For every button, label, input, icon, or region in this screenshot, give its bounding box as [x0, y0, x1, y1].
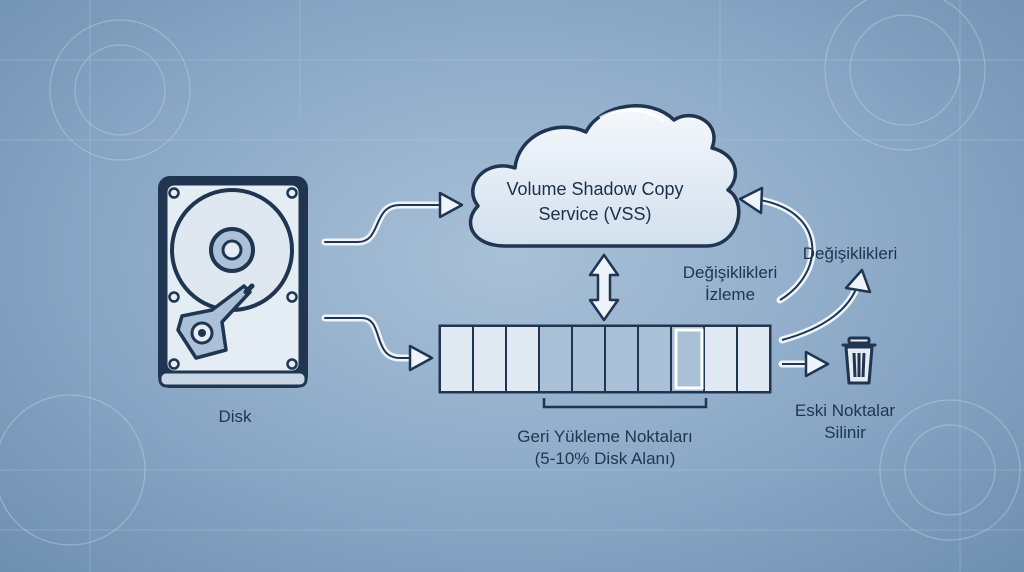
changes-label: Değişiklikleri	[802, 244, 898, 263]
highlighted-restore-point	[674, 328, 704, 390]
restore-point-block	[472, 325, 507, 393]
vss-label: Volume Shadow Copy Service (VSS)	[470, 177, 720, 227]
restore-points-label-line2: (5-10% Disk Alanı)	[534, 449, 676, 468]
trash-icon	[841, 336, 877, 385]
restore-point-block	[736, 325, 771, 393]
disk-label: Disk	[218, 407, 252, 426]
old-points-label: Eski Noktalar Silinir	[770, 400, 920, 444]
restore-point-block	[604, 325, 639, 393]
restore-point-block	[538, 325, 573, 393]
restore-point-block	[439, 325, 474, 393]
old-points-label-line1: Eski Noktalar	[794, 401, 896, 420]
monitoring-label: Değişiklikleri İzleme	[660, 262, 800, 306]
monitoring-label-line1: Değişiklikleri	[682, 263, 778, 282]
restore-point-block	[637, 325, 672, 393]
restore-point-block	[505, 325, 540, 393]
restore-points-label: Geri Yükleme Noktaları (5-10% Disk Alanı…	[480, 426, 730, 470]
monitoring-label-line2: İzleme	[704, 285, 756, 304]
arrow-disk-to-restore-points	[321, 314, 422, 362]
restore-point-block	[571, 325, 606, 393]
old-points-label-line2: Silinir	[824, 423, 866, 442]
vss-cloud-icon	[468, 104, 741, 248]
restore-points-bracket	[542, 398, 708, 409]
background-circles	[0, 0, 1021, 546]
hard-disk-icon	[158, 176, 308, 388]
restore-point-block	[703, 325, 738, 393]
restore-points-bar	[438, 324, 772, 394]
restore-points-label-line1: Geri Yükleme Noktaları	[517, 427, 693, 446]
vss-label-line2: Service (VSS)	[538, 204, 652, 224]
double-arrow-vss-restore-icon	[588, 253, 620, 322]
vss-label-line1: Volume Shadow Copy	[506, 179, 684, 199]
